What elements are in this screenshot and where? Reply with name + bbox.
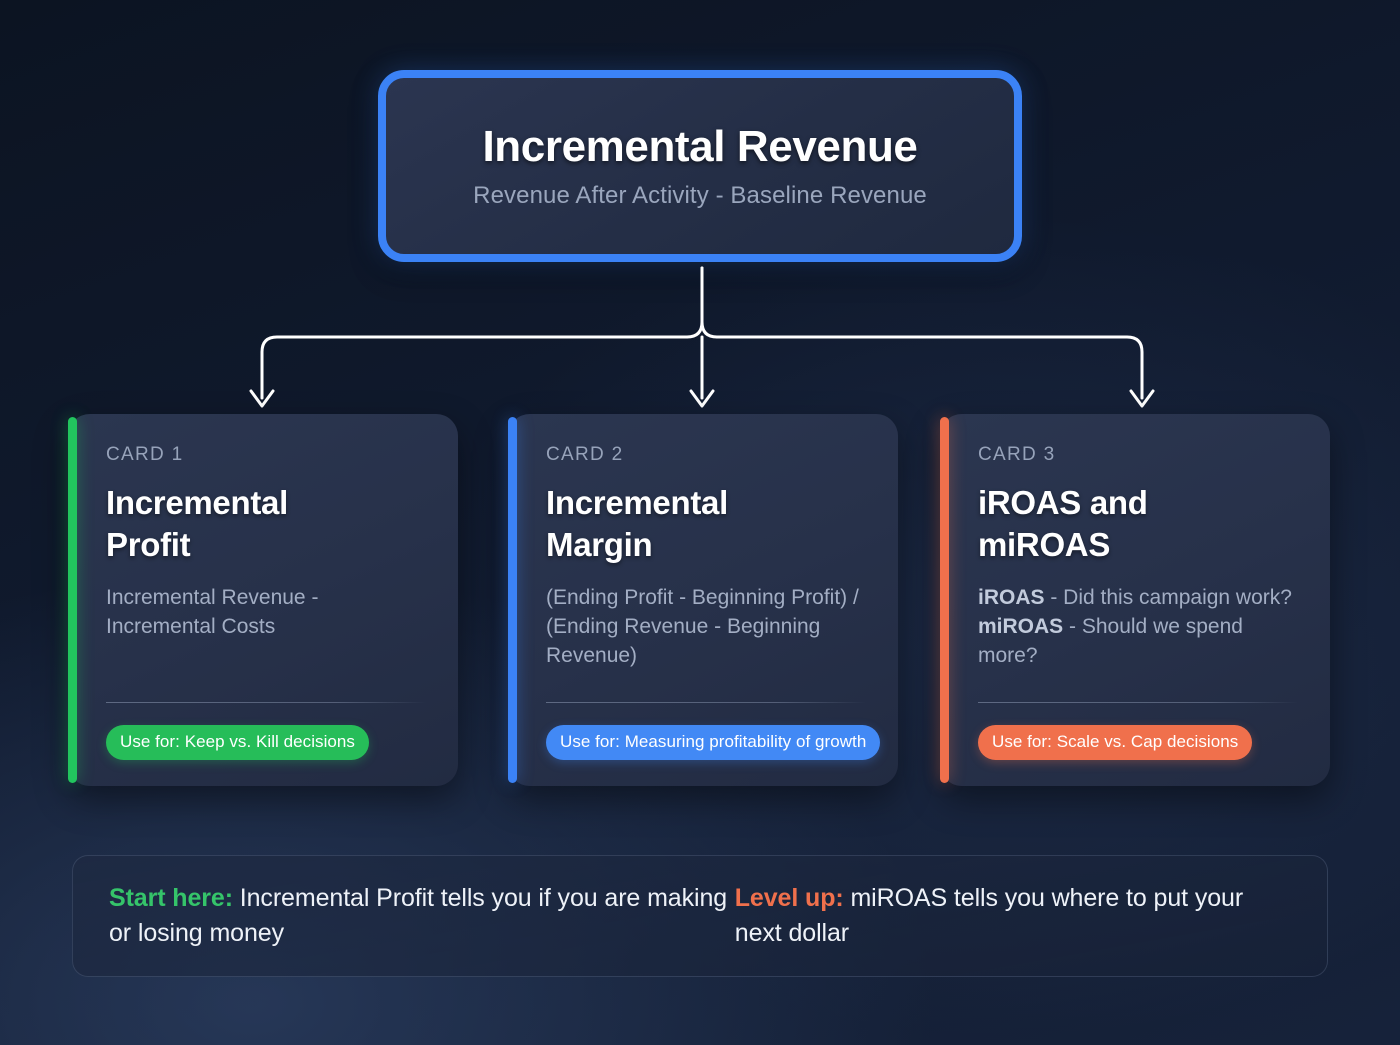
card-usage-badge[interactable]: Use for: Scale vs. Cap decisions [978,725,1253,760]
definition-term: miROAS [978,615,1064,639]
card-divider [106,702,426,703]
metric-card-incremental-margin[interactable]: CARD 2 Incremental Margin (Ending Profit… [508,414,898,786]
card-spacer [106,642,426,702]
card-usage-badge[interactable]: Use for: Keep vs. Kill decisions [106,725,369,760]
connector-stem-left-flare [685,266,704,339]
definition-term: iROAS [978,586,1045,610]
card-accent-bar-green [68,417,77,783]
footer-note-start-here: Start here: Incremental Profit tells you… [109,881,735,952]
metric-card-incremental-profit[interactable]: CARD 1 Incremental Profit Incremental Re… [68,414,458,786]
card-spacer [546,671,866,702]
footer-note-lead: Level up: [734,883,844,912]
root-node-subtitle: Revenue After Activity - Baseline Revenu… [473,182,927,209]
card-divider [546,702,866,703]
card-title: iROAS and miROAS [978,484,1148,564]
connector-stem-right-flare [700,266,719,339]
card-formula: Incremental Revenue - Incremental Costs [106,586,319,639]
footer-note-level-up: Level up: miROAS tells you where to put … [735,881,1291,952]
card-title: Incremental Profit [106,484,288,564]
card-formula: (Ending Profit - Beginning Profit) / (En… [546,586,859,667]
card-accent-bar-blue [508,417,517,783]
footer-note-lead: Start here: [109,883,233,912]
connector-branch-left [260,335,689,400]
connector-branch-right [715,335,1144,400]
definition-description: - Should we spend more? [978,615,1243,667]
definition-description: - Did this campaign work? [1044,586,1292,610]
card-usage-badge[interactable]: Use for: Measuring profitability of grow… [546,725,881,760]
arrowhead-card-1 [249,389,275,408]
arrowhead-card-3 [1129,389,1155,408]
card-eyebrow: CARD 2 [546,444,624,465]
card-accent-bar-orange [940,417,949,783]
card-title: Incremental Margin [546,484,728,564]
footer-note-text: Incremental Profit tells you if you are … [109,883,728,948]
arrowhead-card-2 [689,389,715,408]
card-spacer [978,671,1298,702]
metric-card-iroas-miroas[interactable]: CARD 3 iROAS and miROAS iROAS - Did this… [940,414,1330,786]
root-node-incremental-revenue[interactable]: Incremental Revenue Revenue After Activi… [378,70,1022,262]
card-divider [978,702,1298,703]
footer-note-text: miROAS tells you where to put your next … [734,883,1244,948]
root-node-title: Incremental Revenue [482,122,918,171]
card-eyebrow: CARD 1 [106,444,184,465]
footer-guidance-panel: Start here: Incremental Profit tells you… [72,855,1328,977]
card-definition-list: iROAS - Did this campaign work? miROAS - … [978,584,1298,670]
card-eyebrow: CARD 3 [978,444,1056,465]
